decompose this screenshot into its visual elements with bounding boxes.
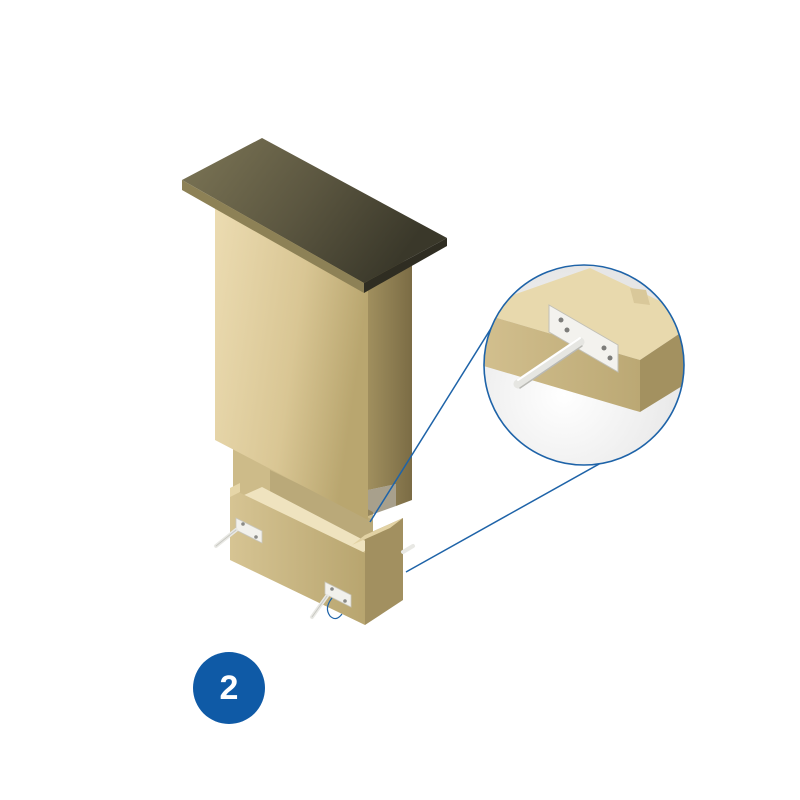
inner-shadow [270,470,373,545]
mounting-pin [401,544,415,554]
detail-callout-icon [369,264,685,573]
base-left-end [230,483,240,497]
zoom-circle-border [483,264,685,466]
base-right-block [365,518,403,625]
roof-top [182,138,447,283]
wall-bracket-icon [310,581,352,619]
front-panel [215,195,368,520]
mounting-rod [513,337,585,389]
callout-anchor [326,597,343,620]
wall-bracket-icon [214,517,263,548]
zoom-detail [484,268,684,412]
callout-line-upper [369,297,511,523]
side-panel [368,258,412,506]
bat-box-assembly-icon [182,138,447,625]
base-right-block-top [352,518,403,545]
step-number-badge: 2 [193,652,265,724]
roof-side-edge [364,238,447,293]
wall-bracket-icon [548,304,619,373]
roof-front-edge [182,180,364,293]
step-number: 2 [219,668,239,707]
